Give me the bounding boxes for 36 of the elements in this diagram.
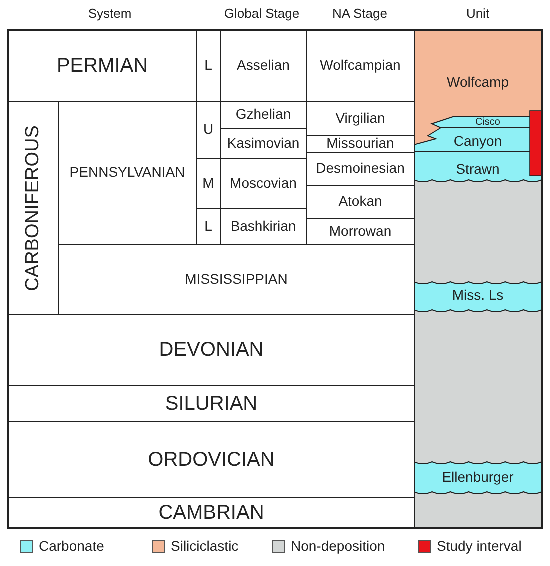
period-name: Moscovian <box>230 176 297 192</box>
period-name: L <box>204 58 212 74</box>
legend-label: Study interval <box>437 538 522 554</box>
period-name: Gzhelian <box>236 107 292 123</box>
unit-name: Miss. Ls <box>452 288 504 302</box>
period-name: Bashkirian <box>230 218 296 234</box>
unit-name: Strawn <box>456 162 500 176</box>
period-name: ORDOVICIAN <box>148 448 275 470</box>
period-name: PERMIAN <box>56 55 148 77</box>
legend-label: Siliciclastic <box>171 538 239 554</box>
period-name: Atokan <box>338 194 382 210</box>
period-name: MISSISSIPPIAN <box>185 272 288 288</box>
legend-label: Carbonate <box>39 538 104 554</box>
period-name: Missourian <box>326 136 394 152</box>
period-name: Virgilian <box>336 110 386 126</box>
period-name: U <box>203 122 214 138</box>
legend-label: Non-deposition <box>291 538 386 554</box>
period-name: DEVONIAN <box>159 339 264 361</box>
unit-name: Wolfcamp <box>447 75 509 89</box>
period-name: L <box>204 218 212 234</box>
column-header: NA Stage <box>332 6 388 21</box>
period-name: CAMBRIAN <box>158 502 264 524</box>
period-name: Morrowan <box>329 224 392 240</box>
column-header: System <box>88 6 132 21</box>
period-name: Desmoinesian <box>316 161 405 177</box>
column-header: Unit <box>466 6 490 21</box>
unit-name: Canyon <box>454 134 502 148</box>
period-name: Wolfcampian <box>320 58 401 74</box>
period-name: SILURIAN <box>165 392 258 414</box>
unit-name: Cisco <box>476 118 500 128</box>
period-name: Asselian <box>237 58 290 74</box>
column-header: Global Stage <box>224 6 300 21</box>
period-name: CARBONIFEROUS <box>23 125 44 291</box>
period-name: M <box>202 176 214 192</box>
period-name: PENNSYLVANIAN <box>70 165 186 181</box>
period-name: Kasimovian <box>227 136 300 152</box>
